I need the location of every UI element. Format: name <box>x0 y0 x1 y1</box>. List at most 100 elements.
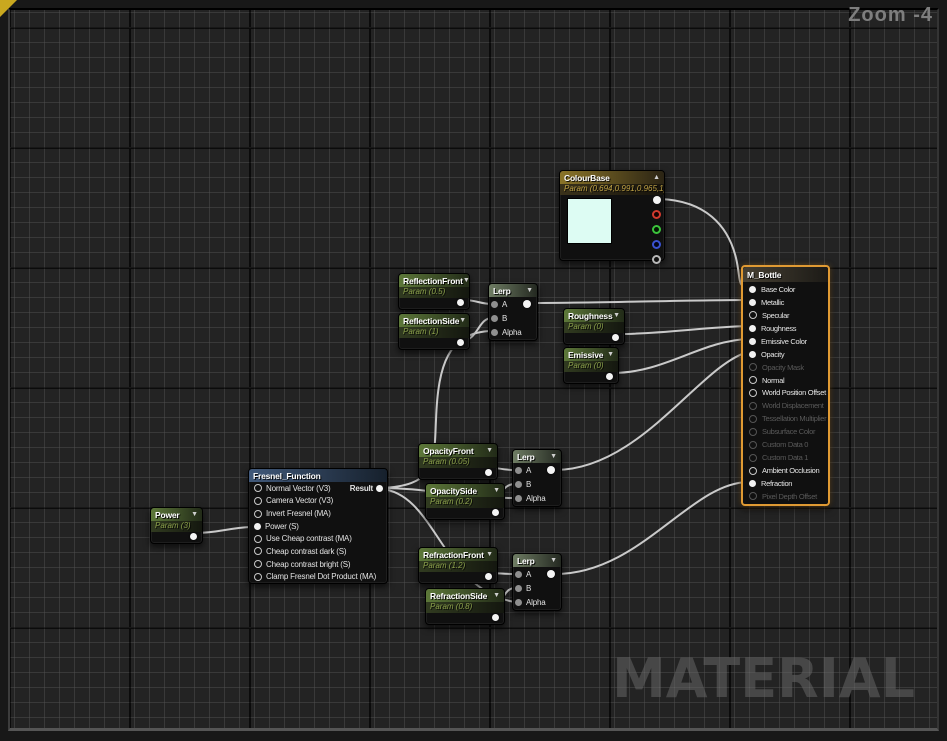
node-lerp-refraction[interactable]: Lerp▼ A B Alpha <box>512 553 562 611</box>
wire[interactable] <box>618 325 749 335</box>
input-pin[interactable] <box>491 300 498 308</box>
chevron-down-icon[interactable]: ▼ <box>459 317 467 324</box>
input-row: Clamp Fresnel Dot Product (MA) <box>249 572 387 581</box>
chevron-down-icon[interactable]: ▼ <box>526 287 533 294</box>
chevron-down-icon[interactable]: ▼ <box>486 551 493 558</box>
wire[interactable] <box>611 338 749 374</box>
output-pin[interactable] <box>612 334 619 341</box>
input-pin[interactable] <box>749 388 757 397</box>
output-pin[interactable] <box>457 299 464 306</box>
input-pin[interactable] <box>515 584 522 592</box>
output-pin[interactable] <box>492 614 499 621</box>
node-refraction-front[interactable]: RefractionFront▼ Param (1.2) <box>418 547 498 584</box>
fresnel-result-output[interactable]: Result <box>350 484 383 493</box>
input-pin[interactable] <box>491 314 498 322</box>
input-pin[interactable] <box>254 509 262 518</box>
input-pin[interactable] <box>749 324 756 332</box>
output-pin[interactable] <box>606 373 613 380</box>
input-pin[interactable] <box>749 350 756 358</box>
material-input-row: Opacity <box>743 350 828 359</box>
chevron-down-icon[interactable]: ▼ <box>493 592 500 599</box>
chevron-down-icon[interactable]: ▼ <box>607 351 614 358</box>
node-emissive[interactable]: Emissive▼ Param (0) <box>563 347 619 384</box>
wire[interactable] <box>530 299 749 304</box>
corner-marker-icon <box>0 0 17 17</box>
input-pin[interactable] <box>515 599 522 607</box>
chevron-down-icon[interactable]: ▼ <box>486 447 493 454</box>
collapse-icon[interactable]: ▲ <box>653 174 660 181</box>
input-pin[interactable] <box>254 534 262 543</box>
input-row: Invert Fresnel (MA) <box>249 509 387 518</box>
wire[interactable] <box>660 198 749 288</box>
output-pin[interactable] <box>492 509 499 516</box>
input-pin[interactable] <box>515 466 522 474</box>
output-pin[interactable] <box>457 339 464 346</box>
node-power[interactable]: Power▼ Param (3) <box>150 507 203 544</box>
param-value: Param (0.05) <box>419 457 497 468</box>
chevron-down-icon[interactable]: ▼ <box>462 277 470 284</box>
wire[interactable] <box>554 481 749 575</box>
node-m-bottle[interactable]: M_Bottle Base Color Metallic Specular Ro… <box>741 265 830 506</box>
output-pin[interactable] <box>485 469 492 476</box>
node-reflection-front[interactable]: ReflectionFront▼ Param (0.5) <box>398 273 470 310</box>
input-pin[interactable] <box>749 363 757 372</box>
node-roughness[interactable]: Roughness▼ Param (0) <box>563 308 625 345</box>
input-label: Metallic <box>761 297 785 307</box>
node-opacity-front[interactable]: OpacityFront ▼ Param (0.05) <box>418 443 498 480</box>
chevron-down-icon[interactable]: ▼ <box>550 557 557 564</box>
input-row: B <box>489 314 537 323</box>
alpha-output-pin[interactable] <box>652 255 661 264</box>
input-pin[interactable] <box>749 480 756 488</box>
input-pin[interactable] <box>749 492 757 501</box>
chevron-down-icon[interactable]: ▼ <box>191 511 198 518</box>
output-pin[interactable] <box>376 485 383 492</box>
node-fresnel-function[interactable]: Fresnel_Function Result Normal Vector (V… <box>248 468 388 584</box>
input-pin[interactable] <box>749 311 757 320</box>
node-title: OpacityFront <box>423 445 474 456</box>
input-pin[interactable] <box>749 401 757 410</box>
chevron-down-icon[interactable]: ▼ <box>550 453 557 460</box>
output-pin[interactable] <box>547 570 555 578</box>
param-value: Param (1.2) <box>419 561 497 572</box>
output-pin[interactable] <box>547 466 555 474</box>
input-pin[interactable] <box>515 495 522 503</box>
input-pin[interactable] <box>491 329 498 337</box>
input-pin[interactable] <box>254 560 262 569</box>
color-swatch[interactable] <box>567 198 612 244</box>
input-pin[interactable] <box>749 440 757 449</box>
blue-output-pin[interactable] <box>652 240 661 249</box>
input-pin[interactable] <box>749 466 757 475</box>
input-pin[interactable] <box>254 496 262 505</box>
input-pin[interactable] <box>749 414 757 423</box>
param-value: Param (1) <box>399 327 469 338</box>
node-colour-base[interactable]: ColourBase▲ Param (0.694,0.991,0.965,1) <box>559 170 665 264</box>
input-pin[interactable] <box>254 572 262 581</box>
rgb-output-pin[interactable] <box>652 196 661 204</box>
input-pin[interactable] <box>749 298 756 306</box>
input-pin[interactable] <box>749 453 757 462</box>
input-pin[interactable] <box>749 427 757 436</box>
chevron-down-icon[interactable]: ▼ <box>613 312 620 319</box>
node-reflection-side[interactable]: ReflectionSide▼ Param (1) <box>398 313 470 350</box>
input-pin[interactable] <box>254 547 262 556</box>
input-pin[interactable] <box>749 376 757 385</box>
red-output-pin[interactable] <box>652 210 661 219</box>
chevron-down-icon[interactable]: ▼ <box>493 487 500 494</box>
input-pin[interactable] <box>749 285 756 293</box>
output-pin[interactable] <box>523 300 531 308</box>
node-opacity-side[interactable]: OpacitySide▼ Param (0.2) <box>425 483 505 520</box>
input-pin[interactable] <box>515 570 522 578</box>
green-output-pin[interactable] <box>652 225 661 234</box>
node-lerp-opacity[interactable]: Lerp▼ A B Alpha <box>512 449 562 507</box>
input-pin[interactable] <box>515 480 522 488</box>
node-refraction-side[interactable]: RefractionSide▼ Param (0.8) <box>425 588 505 625</box>
input-pin[interactable] <box>254 522 261 530</box>
output-pin[interactable] <box>190 533 197 540</box>
input-pin[interactable] <box>749 337 756 345</box>
material-input-row: Ambient Occlusion <box>743 466 828 475</box>
output-pin[interactable] <box>485 573 492 580</box>
input-row: B <box>513 584 561 593</box>
wire[interactable] <box>554 351 749 471</box>
node-lerp-reflection[interactable]: Lerp▼ A B Alpha <box>488 283 538 341</box>
input-pin[interactable] <box>254 484 262 493</box>
